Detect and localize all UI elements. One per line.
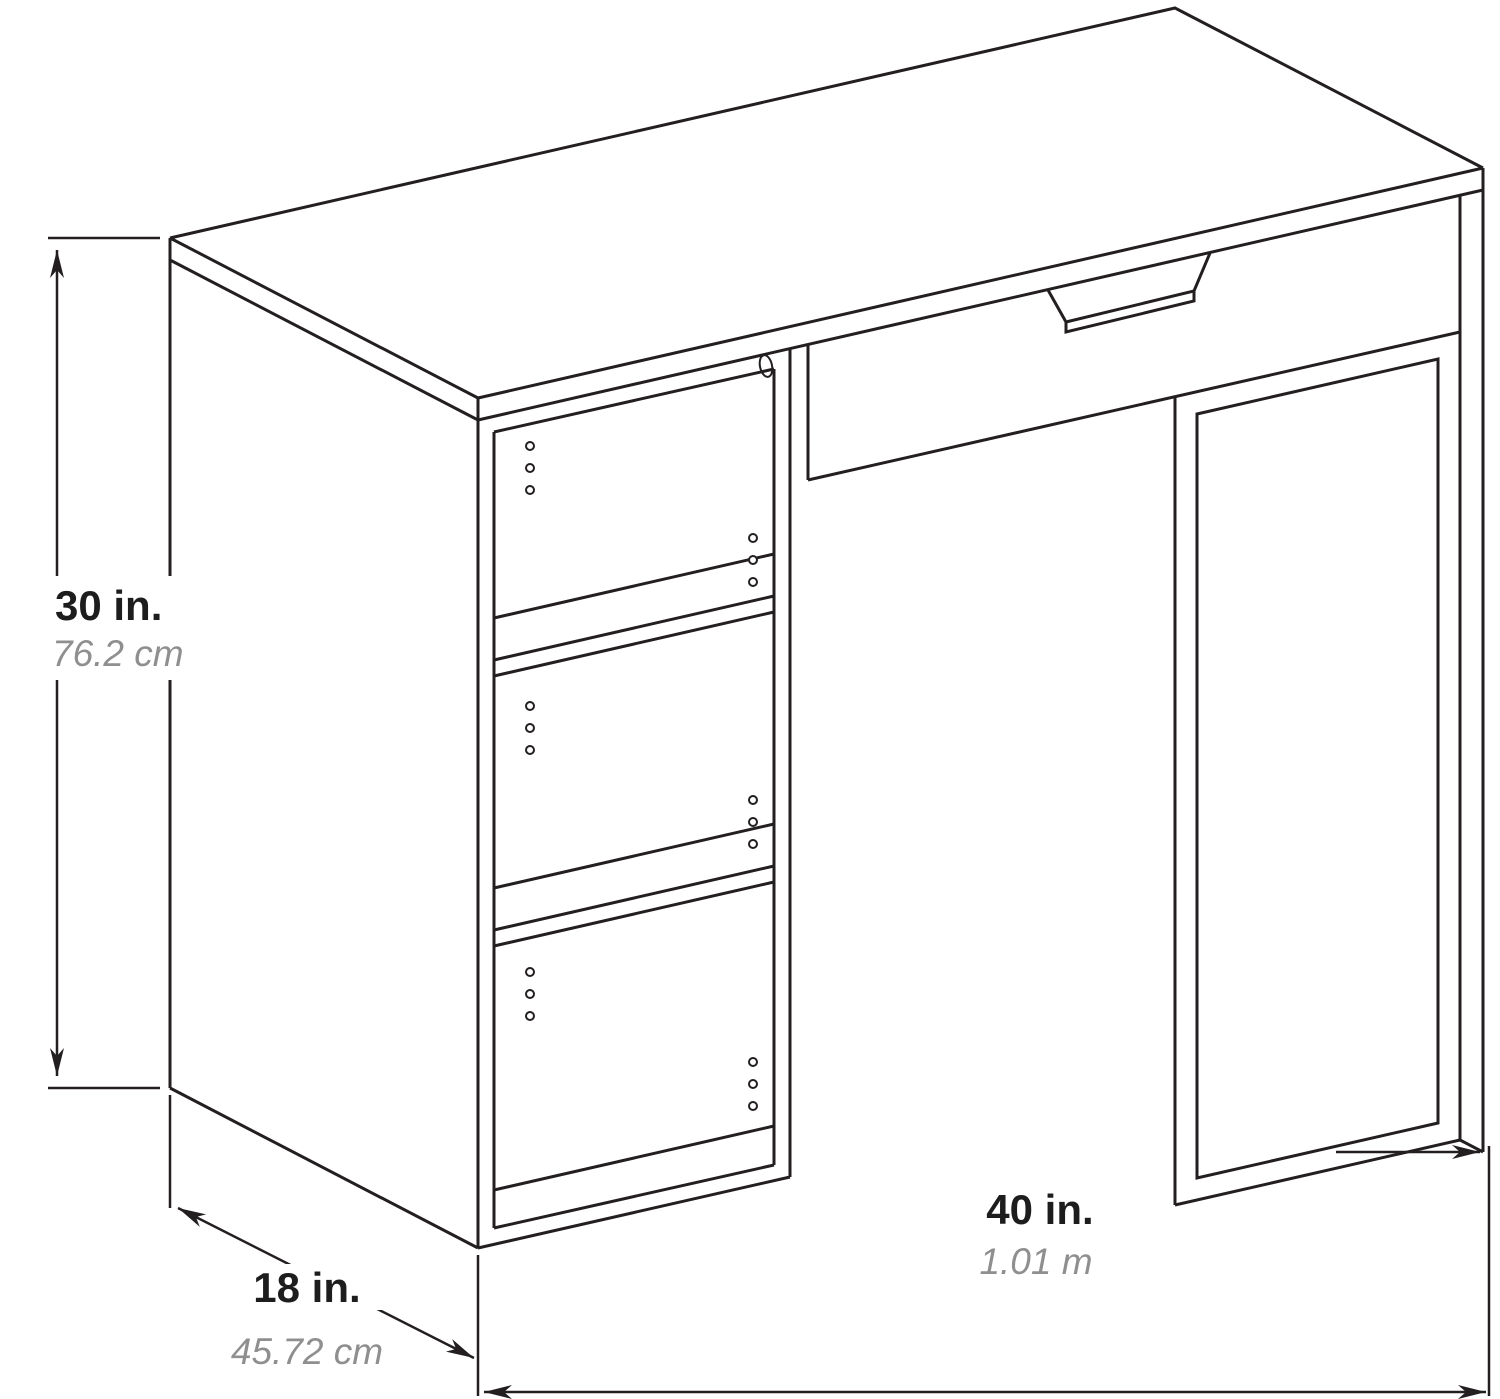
shelf-lower [493,822,775,948]
cam-lock-hole [758,354,774,378]
drawer-handle-cutout [1046,252,1212,334]
depth-metric-label: 45.72 cm [231,1331,383,1372]
depth-imperial-label: 18 in. [253,1264,360,1311]
width-imperial-label: 40 in. [986,1186,1093,1233]
height-metric-label: 76.2 cm [52,633,184,674]
shelf-upper [493,552,775,678]
width-dimension: 40 in. 1.01 m [484,1145,1491,1399]
pedestal-floor-edge [493,1124,775,1192]
right-leg-frame [1173,168,1485,1207]
height-dimension: 30 in. 76.2 cm [44,236,198,1090]
height-imperial-label: 30 in. [55,582,162,629]
depth-dimension: 18 in. 45.72 cm [168,1095,480,1396]
shelf-pedestal [168,260,792,1250]
desktop-slab [168,6,1484,422]
shelf-pin-holes [525,441,758,1111]
desk-drawing [168,6,1485,1250]
width-metric-label: 1.01 m [979,1241,1092,1282]
drawer-front [806,196,1462,1140]
